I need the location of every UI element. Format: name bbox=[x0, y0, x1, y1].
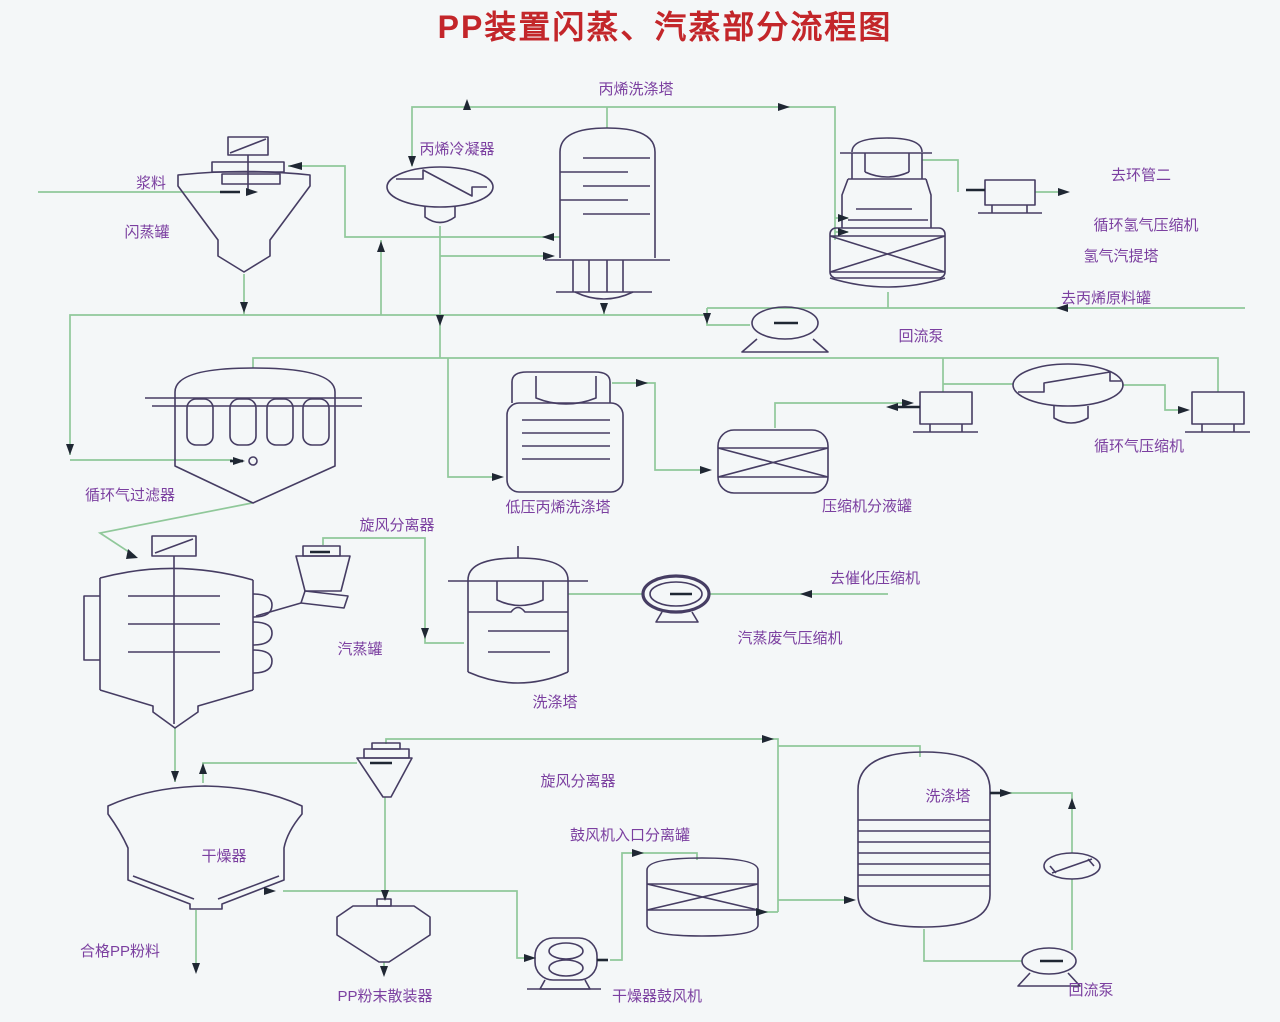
label-reflux-pump-top: 回流泵 bbox=[898, 328, 943, 345]
label-pp-powder-bulk-unit: PP粉末散装器 bbox=[337, 988, 432, 1005]
h2-compressor-symbol bbox=[966, 179, 1042, 214]
steam-offgas-compressor-symbol bbox=[641, 574, 711, 623]
label-cyclone-separator-mid: 旋风分离器 bbox=[359, 517, 434, 534]
propylene-condenser-symbol bbox=[386, 166, 494, 224]
label-compressor-ko-drum: 压缩机分液罐 bbox=[822, 498, 912, 515]
pp-powder-hopper-symbol bbox=[336, 898, 431, 963]
label-wash-tower-bottom-right: 洗涤塔 bbox=[925, 788, 970, 805]
wash-tower-mid-symbol bbox=[448, 546, 588, 684]
dryer-symbol bbox=[107, 785, 303, 910]
label-propylene-wash-tower: 丙烯洗涤塔 bbox=[598, 81, 673, 98]
label-feed-slurry: 浆料 bbox=[136, 174, 166, 192]
label-reflux-pump-bottom: 回流泵 bbox=[1068, 982, 1113, 999]
reflux-pump-bottom-symbol bbox=[1017, 947, 1081, 987]
label-wash-tower-mid: 洗涤塔 bbox=[532, 694, 577, 711]
label-blower-inlet-separator-drum: 鼓风机入口分离罐 bbox=[570, 827, 690, 844]
label-propylene-condenser: 丙烯冷凝器 bbox=[419, 141, 494, 158]
recycle-gas-compressor-symbol bbox=[898, 363, 1250, 433]
cyclone-separator-bottom-symbol bbox=[356, 742, 413, 798]
dryer-blower-symbol bbox=[527, 937, 608, 990]
recycle-gas-filter-symbol bbox=[145, 367, 362, 504]
label-dryer: 干燥器 bbox=[201, 848, 246, 865]
cooler-symbol bbox=[1043, 852, 1101, 880]
label-steam-offgas-compressor: 汽蒸废气压缩机 bbox=[737, 630, 842, 647]
propylene-wash-tower-symbol bbox=[545, 127, 670, 300]
label-recycle-h2-compressor: 循环氢气压缩机 bbox=[1093, 217, 1198, 234]
label-steaming-tank: 汽蒸罐 bbox=[337, 641, 382, 658]
flash-tank-symbol bbox=[177, 136, 311, 273]
process-pipes bbox=[38, 106, 1245, 968]
label-cyclone-separator-bottom: 旋风分离器 bbox=[540, 773, 615, 790]
lp-propylene-wash-tower-symbol bbox=[506, 371, 624, 493]
blower-inlet-separator-drum-symbol bbox=[646, 857, 759, 937]
cyclone-separator-mid-symbol bbox=[255, 545, 351, 617]
wash-tower-bottom-right-symbol bbox=[857, 751, 1000, 928]
equipment-symbols bbox=[83, 127, 1250, 990]
diagram-title: PP装置闪蒸、汽蒸部分流程图 bbox=[438, 9, 893, 45]
label-to-propylene-feed-tank: 去丙烯原料罐 bbox=[1061, 290, 1151, 307]
label-lp-propylene-wash-tower: 低压丙烯洗涤塔 bbox=[505, 499, 610, 516]
label-dryer-blower: 干燥器鼓风机 bbox=[612, 988, 702, 1005]
h2-stripping-tower-symbol bbox=[829, 137, 946, 288]
label-to-catalytic-compressor: 去催化压缩机 bbox=[830, 570, 920, 587]
label-recycle-gas-compressor: 循环气压缩机 bbox=[1094, 438, 1184, 455]
label-h2-stripping-tower: 氢气汽提塔 bbox=[1083, 248, 1158, 265]
steaming-tank-symbol bbox=[83, 535, 273, 729]
reflux-pump-top-symbol bbox=[741, 306, 829, 353]
label-flash-tank: 闪蒸罐 bbox=[124, 224, 169, 241]
diagram-text: PP装置闪蒸、汽蒸部分流程图 浆料 闪蒸罐 丙烯冷凝器 丙烯洗涤塔 去环管二 循… bbox=[80, 9, 1199, 1005]
label-qualified-pp-powder: 合格PP粉料 bbox=[80, 943, 160, 960]
flow-arrows bbox=[66, 99, 1190, 977]
label-to-loop-pipe-2: 去环管二 bbox=[1111, 167, 1171, 184]
compressor-ko-drum-symbol bbox=[717, 429, 829, 494]
label-recycle-gas-filter: 循环气过滤器 bbox=[85, 487, 175, 504]
